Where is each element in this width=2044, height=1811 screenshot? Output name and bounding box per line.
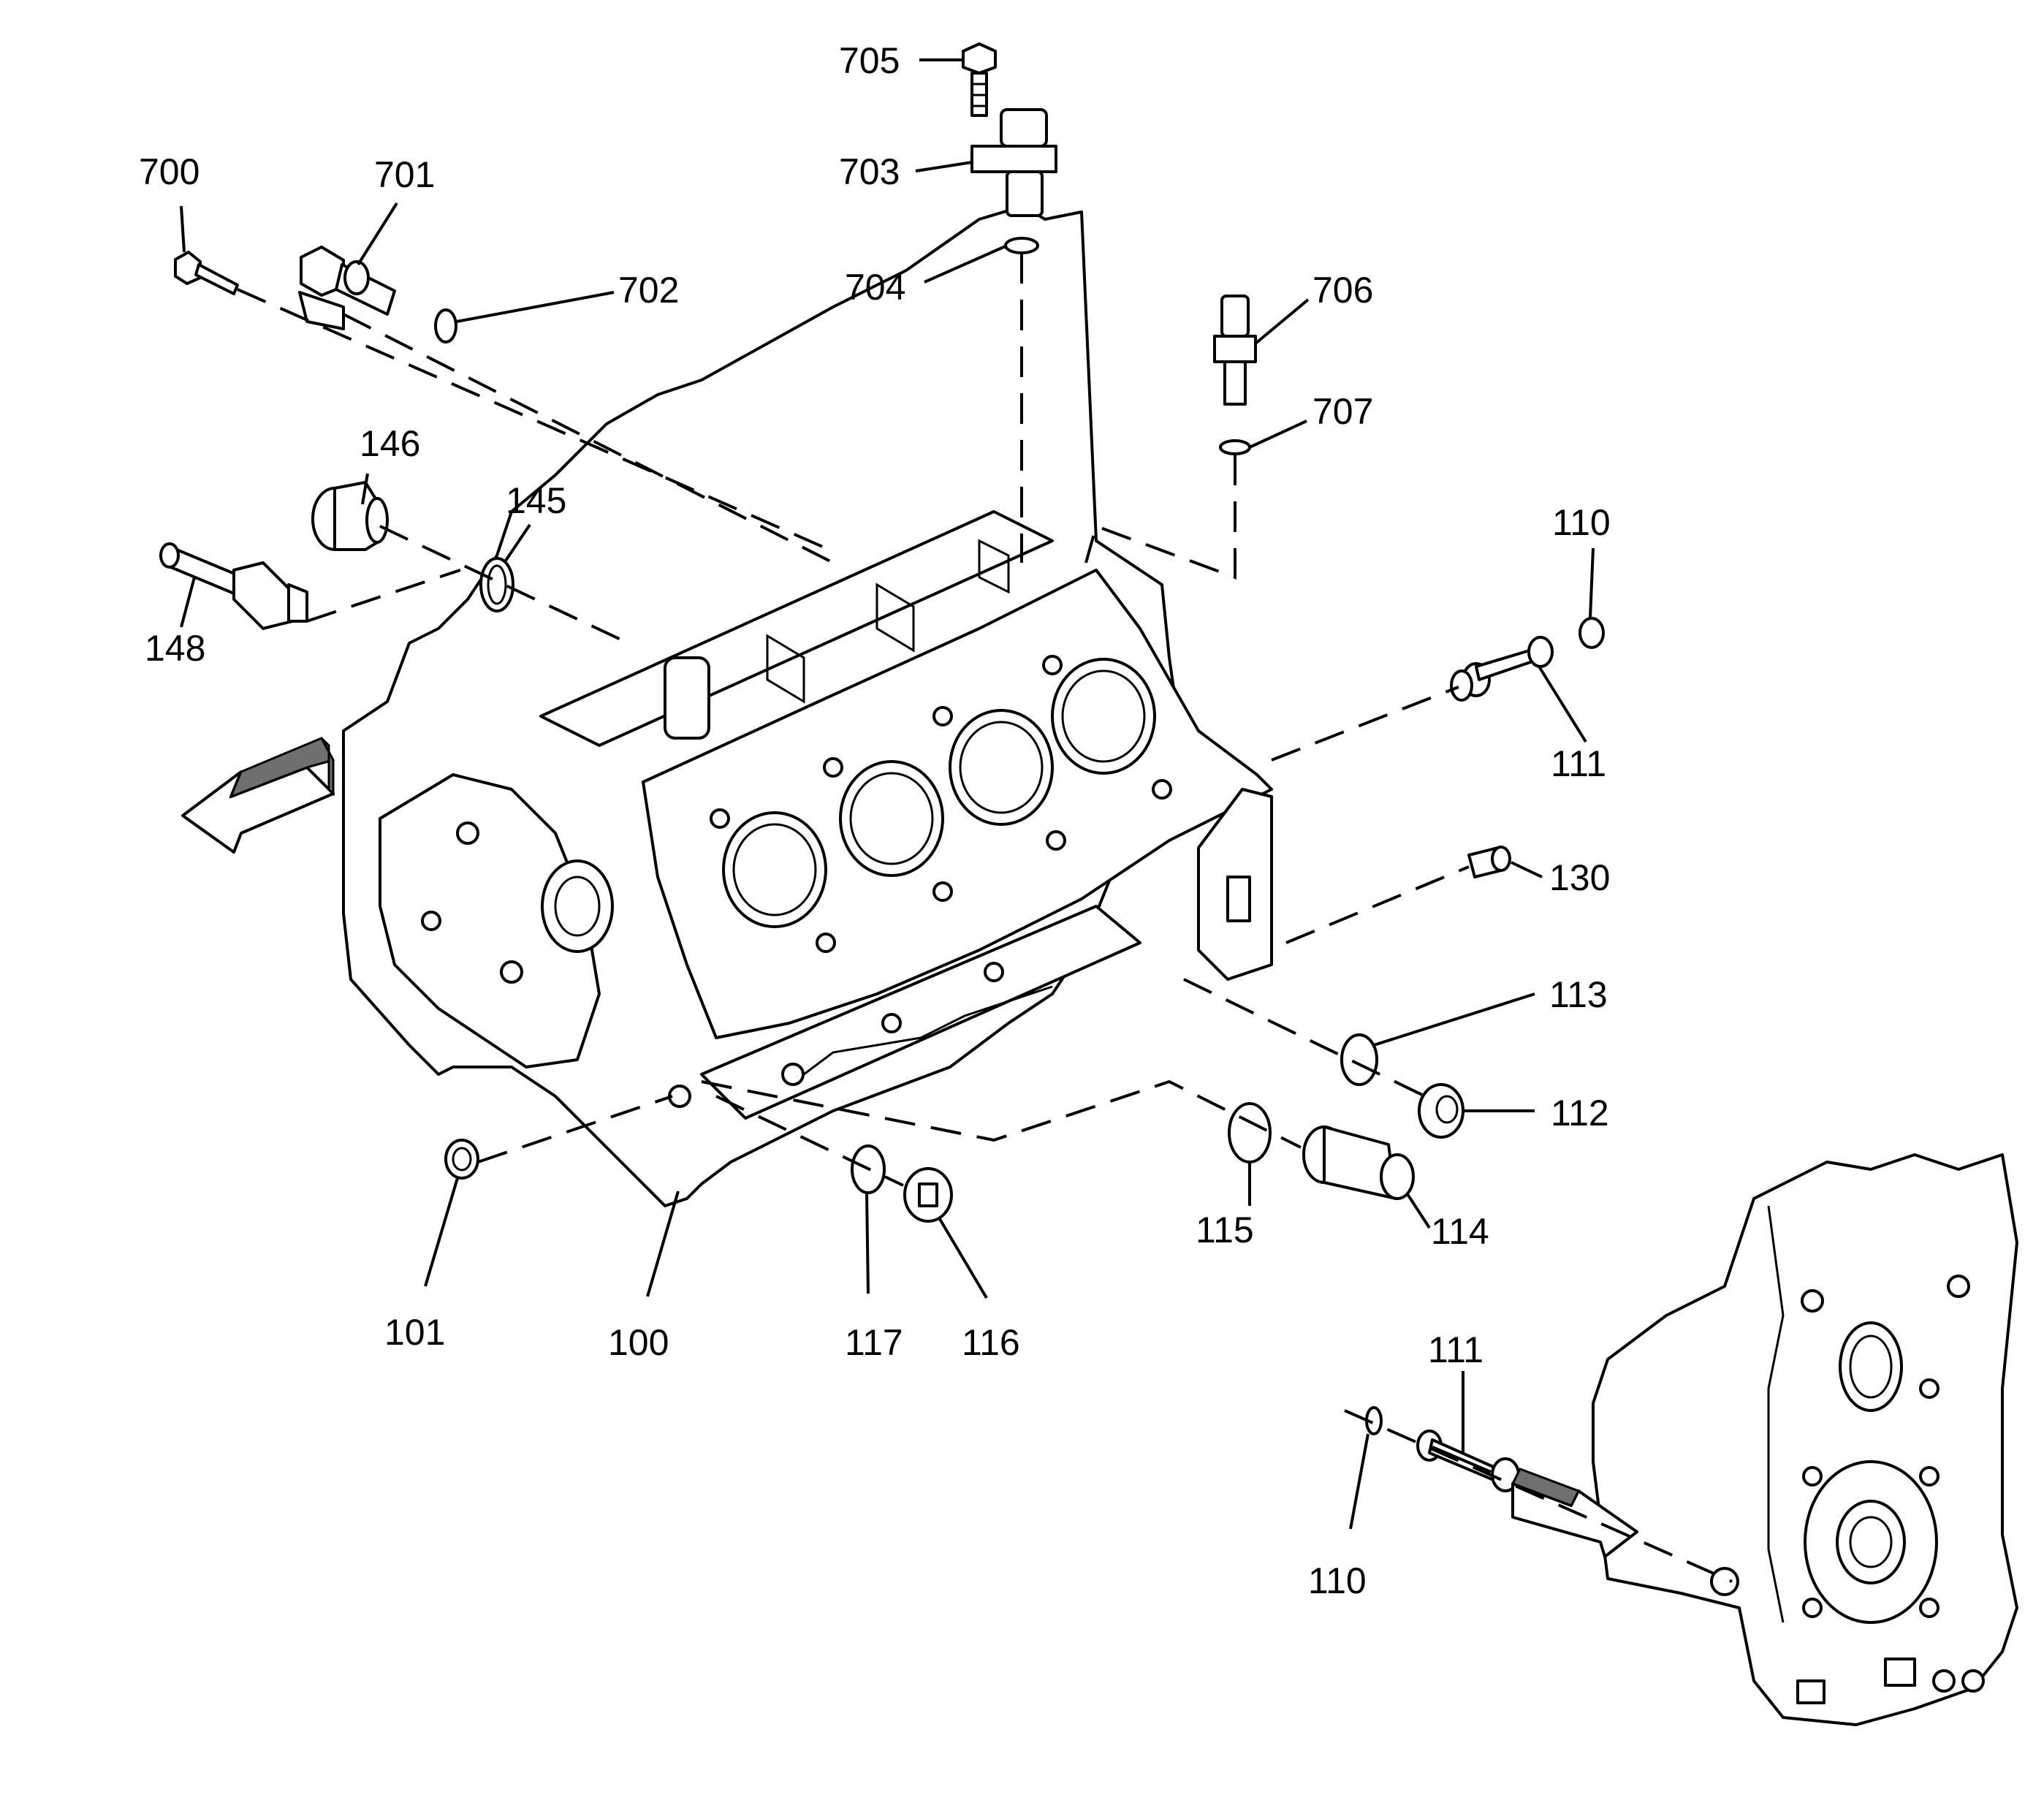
sensor-703 xyxy=(970,108,1057,217)
sensor-706 xyxy=(1213,295,1257,406)
oring-113 xyxy=(1340,1033,1378,1086)
oring-707 xyxy=(1219,439,1251,455)
callout-leaders xyxy=(180,58,1595,1530)
callout-113: 113 xyxy=(1549,974,1608,1015)
callout-703: 703 xyxy=(839,151,900,192)
callout-115: 115 xyxy=(1196,1210,1254,1250)
oring-702 xyxy=(434,308,457,343)
oring-115 xyxy=(1228,1102,1272,1163)
callout-148: 148 xyxy=(145,628,205,669)
callout-130: 130 xyxy=(1549,857,1610,898)
callout-117: 117 xyxy=(845,1322,903,1363)
direction-arrow-icon xyxy=(181,737,335,854)
callout-145: 145 xyxy=(506,480,566,521)
callout-110-top: 110 xyxy=(1552,502,1611,543)
sensor-114 xyxy=(1302,1125,1415,1200)
fitting-148 xyxy=(159,542,308,630)
sensor-701 xyxy=(298,246,396,330)
plug-116 xyxy=(903,1167,953,1223)
assembly-path-lines xyxy=(237,253,1733,1583)
bolt-705 xyxy=(962,42,997,117)
callout-700: 700 xyxy=(139,151,200,192)
dowel-130 xyxy=(1467,846,1511,878)
callout-702: 702 xyxy=(618,270,679,311)
plug-146 xyxy=(311,481,389,551)
callout-110-bottom: 110 xyxy=(1308,1560,1367,1601)
callout-705: 705 xyxy=(839,40,900,81)
oring-110-top xyxy=(1578,617,1605,649)
callout-100: 100 xyxy=(608,1322,669,1363)
callout-112: 112 xyxy=(1551,1093,1609,1134)
oring-704 xyxy=(1004,237,1039,254)
bolt-700 xyxy=(174,251,239,295)
direction-arrow-icon xyxy=(1511,1468,1638,1558)
callout-701: 701 xyxy=(374,154,435,195)
block-rear-view xyxy=(1592,1153,2018,1726)
callout-111-bottom: 111 xyxy=(1428,1329,1483,1370)
callout-707: 707 xyxy=(1312,391,1373,432)
plug-112 xyxy=(1418,1083,1464,1139)
pipe-111-top xyxy=(1450,636,1554,702)
callout-114: 114 xyxy=(1431,1211,1489,1252)
callout-labels: 705 703 704 700 701 702 706 707 146 145 … xyxy=(139,40,1611,1601)
callout-111-top: 111 xyxy=(1551,743,1606,784)
callout-101: 101 xyxy=(384,1312,445,1353)
callout-706: 706 xyxy=(1312,270,1373,311)
engine-block xyxy=(342,205,1273,1207)
ring-145 xyxy=(479,557,514,612)
callout-704: 704 xyxy=(845,267,905,308)
callout-146: 146 xyxy=(360,423,420,464)
seal-101 xyxy=(444,1139,479,1180)
callout-116: 116 xyxy=(962,1322,1020,1363)
